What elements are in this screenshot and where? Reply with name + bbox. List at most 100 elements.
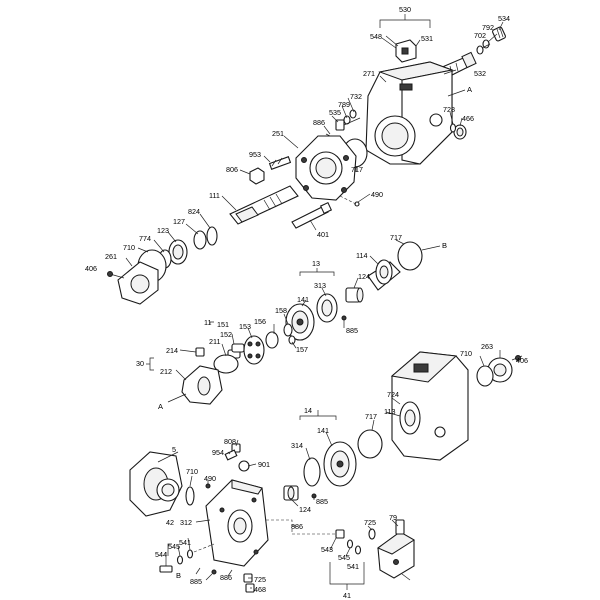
part-251-support [295, 135, 357, 201]
callout-717-mid: 717 [390, 233, 402, 242]
callout-114: 114 [356, 251, 367, 260]
callout-702: 702 [474, 31, 486, 40]
part-710-oring-right [476, 365, 494, 387]
part-141-cylinder [285, 303, 315, 341]
callout-401: 401 [317, 230, 329, 239]
part-543-plug [335, 529, 345, 539]
part-124-bearing-low [283, 485, 299, 501]
callout-468: 468 [254, 585, 266, 594]
part-541-seat-right [354, 545, 362, 555]
callout-710-top: 710 [123, 243, 135, 252]
callout-824: 824 [188, 207, 200, 216]
part-717-oring-mid [397, 241, 423, 271]
callout-808: 808 [224, 437, 236, 446]
callout-271: 271 [363, 69, 375, 78]
callout-211: 211 [209, 337, 220, 346]
callout-953: 953 [249, 150, 261, 159]
callout-885-bottom: 885 [190, 577, 202, 586]
part-158-spacer [283, 323, 293, 337]
callout-789: 789 [338, 100, 350, 109]
part-151-piston [227, 343, 245, 359]
callout-79: 79 [389, 513, 397, 522]
callout-710-low: 710 [186, 467, 198, 476]
callout-886-bottom: 886 [220, 573, 232, 582]
reference-A-left: A [158, 402, 163, 411]
callout-14: 14 [304, 406, 312, 415]
callout-124-low: 124 [299, 505, 311, 514]
part-490-plug [354, 201, 360, 207]
callout-152: 152 [220, 330, 232, 339]
part-545-ball [176, 555, 184, 565]
part-725-oring-right [368, 528, 376, 540]
callout-885-mid: 885 [346, 326, 358, 335]
bracket-530 [379, 19, 431, 28]
callout-406-right: 406 [516, 356, 528, 365]
part-212-swashplate [181, 347, 223, 405]
part-792-ring [482, 39, 490, 49]
callout-548: 548 [370, 32, 382, 41]
callout-728: 728 [443, 105, 455, 114]
part-885-pin-mid [341, 315, 347, 321]
callout-251: 251 [272, 129, 284, 138]
part-531-fitting [395, 39, 417, 63]
part-111-shaft [229, 185, 299, 225]
callout-544: 544 [155, 550, 167, 559]
part-127-spacer [193, 230, 207, 250]
part-534-cap [492, 26, 506, 42]
callout-5: 5 [172, 445, 176, 454]
part-728-ring [449, 123, 457, 133]
callout-545-right: 545 [338, 553, 350, 562]
part-824-snapring [206, 226, 218, 246]
callout-901: 901 [258, 460, 270, 469]
part-953-screw [268, 156, 292, 170]
callout-30: 30 [136, 359, 144, 368]
callout-214: 214 [166, 346, 178, 355]
part-157-spring [288, 335, 296, 345]
callout-490-low: 490 [204, 474, 216, 483]
callout-466: 466 [462, 114, 474, 123]
part-401-bolt [291, 201, 333, 229]
callout-111: 111 [209, 191, 220, 200]
callout-717-top: 717 [351, 165, 363, 174]
reference-B-mid: B [442, 241, 447, 250]
callout-530: 530 [399, 5, 411, 14]
callout-13: 13 [312, 259, 320, 268]
callout-312: 312 [180, 518, 192, 527]
part-406-bolt-right [511, 355, 523, 361]
part-901-eyebolt [238, 460, 250, 472]
reference-A-top: A [467, 85, 472, 94]
callout-141-mid: 141 [297, 295, 309, 304]
callout-774: 774 [139, 234, 151, 243]
callout-151: 151 [217, 320, 229, 329]
part-5-gearpump [129, 451, 183, 517]
callout-158: 158 [275, 306, 287, 315]
callout-724: 724 [387, 390, 399, 399]
callout-406-left: 406 [85, 264, 97, 273]
part-885-pin-bottom [211, 569, 217, 575]
callout-541-left: 541 [179, 538, 191, 547]
part-541-seat [186, 549, 194, 559]
part-544-plug [159, 565, 173, 573]
part-312-valveblock [205, 479, 269, 567]
callout-717-low: 717 [365, 412, 377, 421]
callout-725-bottom: 725 [254, 575, 266, 584]
callout-710-right: 710 [460, 349, 472, 358]
callout-153: 153 [239, 322, 251, 331]
part-271-casing [365, 61, 454, 165]
callout-886-top: 886 [313, 118, 325, 127]
part-main-housing [390, 351, 469, 461]
part-263-cover [487, 357, 513, 383]
part-548-screw [385, 35, 399, 47]
part-710-oring-low [185, 486, 195, 506]
callout-490-top: 490 [371, 190, 383, 199]
part-156-ball [265, 331, 279, 349]
part-545-ball-right [346, 539, 354, 549]
callout-954: 954 [212, 448, 224, 457]
part-314-valveplate [303, 457, 321, 487]
callout-11: 11 [204, 318, 211, 327]
part-114-coupling [367, 259, 401, 291]
callout-123: 123 [157, 226, 169, 235]
part-702-ring [476, 45, 484, 55]
